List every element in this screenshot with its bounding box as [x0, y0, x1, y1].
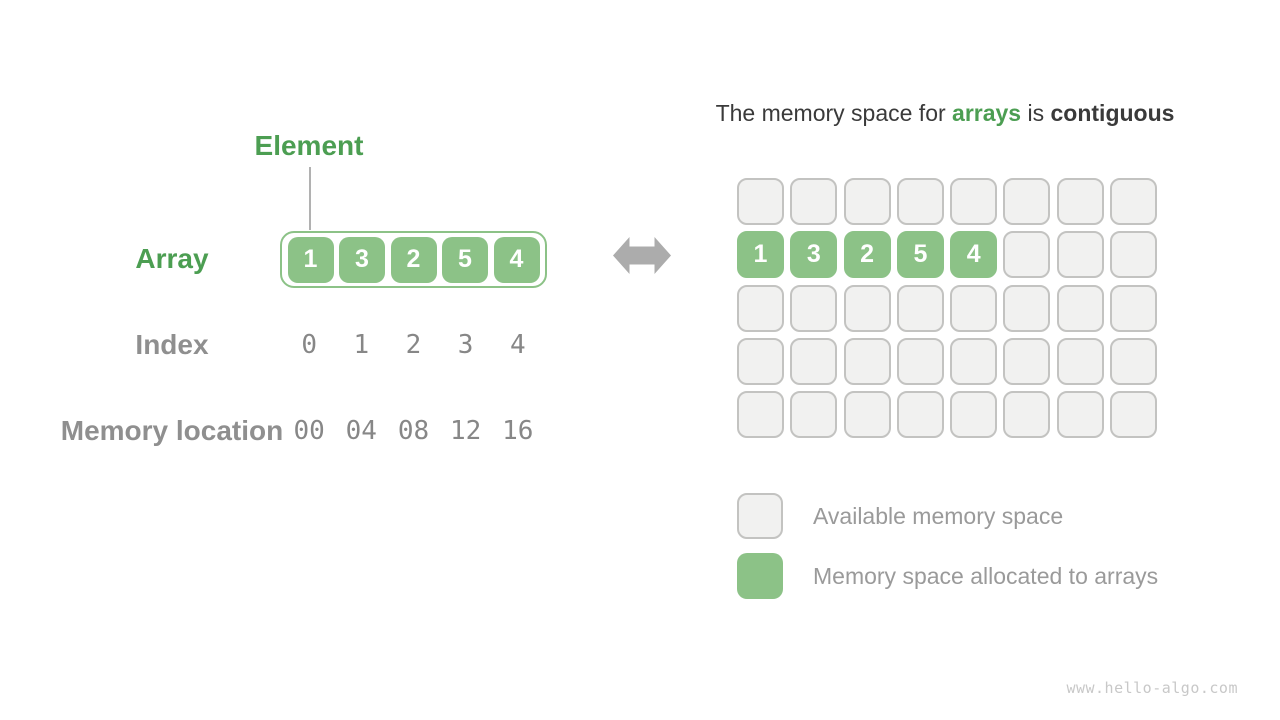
title-segment: The memory space for	[715, 100, 953, 126]
title-segment: contiguous	[1050, 100, 1175, 126]
memory-location-value: 00	[293, 416, 325, 446]
memory-cell	[843, 391, 891, 439]
memory-cell	[1056, 337, 1104, 385]
memory-location-value: 12	[449, 416, 482, 446]
allocated-memory-cell: 4	[950, 231, 998, 279]
memory-cell	[1003, 231, 1051, 279]
memory-cell	[1056, 391, 1104, 439]
index-label: Index	[135, 329, 209, 360]
memory-cell	[1056, 284, 1104, 332]
memory-cell	[950, 337, 998, 385]
memory-cell	[1003, 391, 1051, 439]
index-value: 0	[301, 330, 317, 360]
memory-cell	[737, 337, 784, 385]
watermark: www.hello-algo.com	[1066, 679, 1238, 697]
memory-cell	[1003, 337, 1051, 385]
memory-cell	[843, 178, 891, 225]
available-memory-swatch	[737, 493, 783, 539]
memory-cell	[950, 284, 998, 332]
memory-cell	[737, 178, 784, 225]
memory-cell	[950, 391, 998, 439]
memory-cell	[790, 284, 838, 332]
memory-cell	[896, 337, 944, 385]
diagram-title: The memory space for arrays is contiguou…	[650, 100, 1240, 127]
legend-item: Available memory space	[737, 493, 1158, 539]
memory-location-value: 08	[397, 416, 430, 446]
element-label: Element	[254, 130, 364, 161]
memory-cell	[1003, 178, 1051, 225]
index-value: 4	[509, 330, 526, 360]
memory-cell	[1110, 284, 1158, 332]
allocated-memory-cell: 2	[843, 231, 891, 279]
array-cell: 1	[287, 236, 334, 283]
memory-cell	[1110, 178, 1158, 225]
memory-cell	[1110, 391, 1158, 439]
memory-cell	[896, 391, 944, 439]
memory-cell	[1056, 178, 1104, 225]
memory-cell	[843, 284, 891, 332]
index-value: 1	[353, 330, 370, 360]
memory-cell	[950, 178, 998, 225]
memory-location-values: 00 04 08 12 16	[280, 418, 547, 444]
memory-location-value: 04	[345, 416, 377, 446]
array-cell: 5	[442, 236, 488, 283]
memory-cell	[737, 391, 784, 439]
left-right-arrow-icon	[613, 237, 671, 274]
legend-label: Memory space allocated to arrays	[813, 562, 1159, 589]
memory-cell	[1056, 231, 1104, 279]
index-value: 2	[405, 330, 422, 360]
array-cell: 4	[493, 236, 540, 283]
memory-cell	[790, 178, 838, 225]
title-segment: arrays	[952, 100, 1022, 126]
allocated-memory-cell: 1	[737, 231, 784, 279]
legend-item: Memory space allocated to arrays	[737, 553, 1158, 599]
title-segment: is	[1021, 100, 1051, 126]
allocated-memory-cell: 3	[790, 231, 838, 279]
legend-label: Available memory space	[813, 502, 1064, 529]
memory-cell	[737, 284, 784, 332]
memory-cell	[896, 178, 944, 225]
memory-cell	[1110, 231, 1158, 279]
memory-cell	[1003, 284, 1051, 332]
memory-cell	[1110, 337, 1158, 385]
memory-cell	[790, 391, 838, 439]
element-connector-line	[309, 167, 311, 230]
array-cell: 3	[339, 236, 385, 283]
memory-cell	[790, 337, 838, 385]
allocated-memory-cell: 5	[896, 231, 944, 279]
index-value: 3	[457, 330, 474, 360]
memory-location-value: 16	[502, 416, 534, 446]
allocated-memory-swatch	[737, 553, 783, 599]
array-cell: 2	[390, 236, 437, 283]
memory-cell	[843, 337, 891, 385]
index-values: 0 1 2 3 4	[280, 332, 547, 358]
memory-location-label: Memory location	[60, 415, 284, 446]
memory-cell	[896, 284, 944, 332]
array-label: Array	[135, 243, 209, 274]
